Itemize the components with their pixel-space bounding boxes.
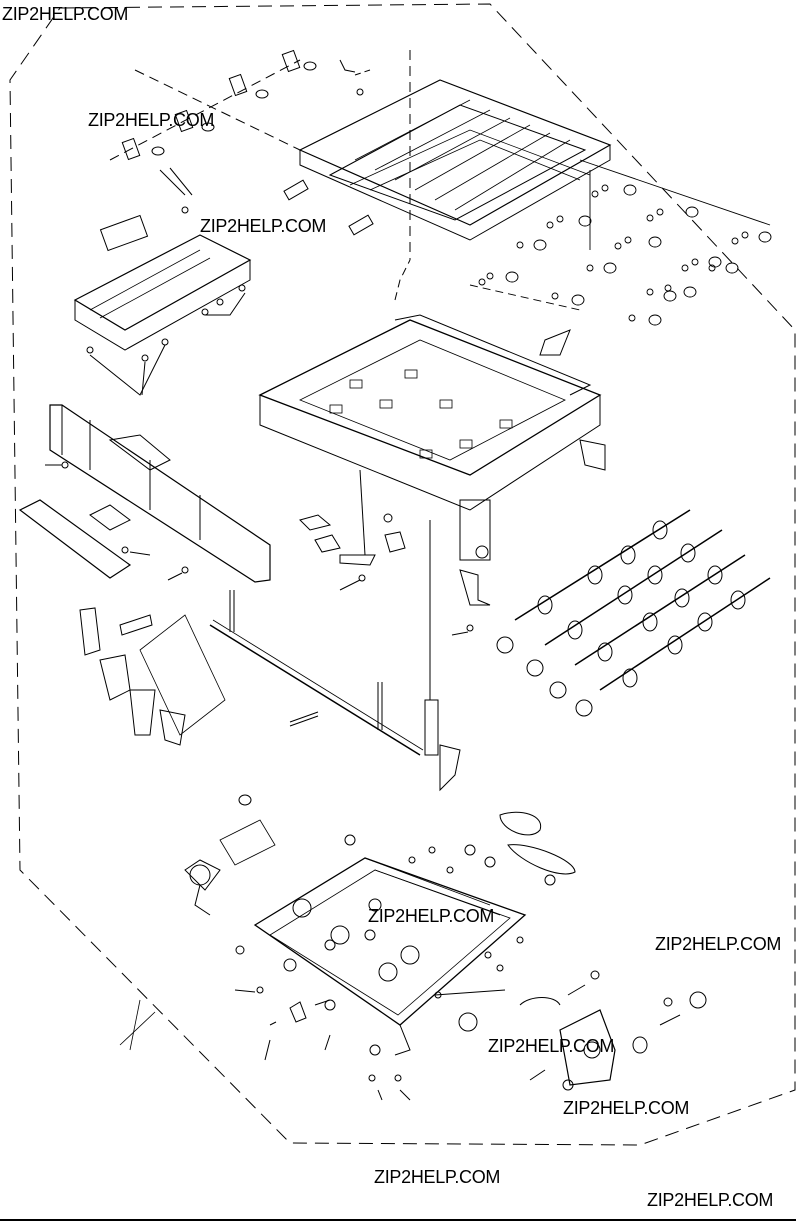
top-guide-plate-assembly	[109, 49, 612, 241]
main-tray-frame	[258, 50, 606, 561]
lever-parts	[299, 469, 491, 700]
watermark-text: ZIP2HELP.COM	[368, 906, 495, 926]
watermark-text: ZIP2HELP.COM	[563, 1098, 690, 1118]
drive-shaft-assembly	[79, 590, 461, 792]
pressure-roller-rows	[469, 159, 772, 326]
watermark-text: ZIP2HELP.COM	[488, 1036, 615, 1056]
bottom-rule	[0, 1219, 796, 1221]
motor-bracket	[519, 970, 707, 1091]
dashed-outer-boundary	[9, 3, 796, 1146]
left-bracket-frame	[73, 214, 252, 396]
watermark-text: ZIP2HELP.COM	[200, 216, 327, 236]
watermark-text: ZIP2HELP.COM	[88, 110, 215, 130]
bottom-drive-assembly	[184, 794, 576, 1101]
leader-lines	[119, 999, 156, 1051]
feed-rollers	[496, 509, 771, 717]
watermark-text: ZIP2HELP.COM	[374, 1167, 501, 1187]
watermark-text: ZIP2HELP.COM	[2, 4, 129, 24]
watermark-text: ZIP2HELP.COM	[647, 1190, 774, 1210]
watermark-text: ZIP2HELP.COM	[655, 934, 782, 954]
side-cover-panel	[18, 404, 271, 583]
